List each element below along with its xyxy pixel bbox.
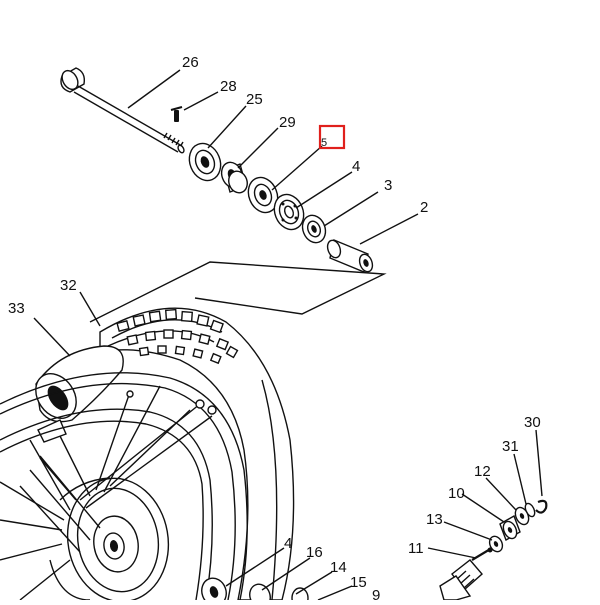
seal-part-3 (301, 214, 327, 244)
tire-tread (116, 308, 239, 365)
bearing-part-5 (247, 176, 279, 214)
wheel-spokes (0, 385, 217, 601)
callout-28: 28 (220, 78, 237, 95)
pin-part-28 (170, 105, 183, 122)
axle-part-26 (60, 67, 185, 154)
callout-4: 4 (352, 158, 360, 175)
tire-part-32 (99, 307, 295, 601)
tube-part-33 (35, 345, 124, 443)
callout-labels: 26 28 25 29 5 4 3 2 32 33 30 31 12 10 13… (8, 54, 541, 604)
callout-30: 30 (524, 414, 541, 431)
part-10 (499, 514, 521, 542)
callout-31: 31 (502, 438, 519, 455)
callout-25: 25 (246, 91, 263, 108)
group-bracket (89, 261, 387, 323)
callout-32: 32 (60, 277, 77, 294)
callout-13: 13 (426, 511, 443, 528)
callout-29: 29 (279, 114, 296, 131)
speedometer-drive-parts (439, 499, 548, 601)
bearing-part-4 (273, 193, 305, 231)
part-13 (488, 535, 504, 553)
collar-part-2 (326, 239, 374, 273)
clip-part-30 (535, 499, 548, 514)
callout-11: 11 (408, 540, 424, 557)
callout-33: 33 (8, 300, 25, 317)
callout-26: 26 (182, 54, 199, 71)
seal-part-25 (188, 142, 222, 182)
part-12 (514, 506, 530, 526)
highlight-box (318, 124, 346, 150)
wheel-rim (0, 372, 248, 601)
callout-15: 15 (350, 574, 367, 591)
callout-4-lower: 4 (284, 535, 292, 552)
callout-9: 9 (372, 587, 380, 600)
callout-2: 2 (420, 199, 428, 216)
leader-lines (33, 69, 543, 601)
wheel-hub (49, 477, 170, 603)
gear-part-11 (439, 547, 493, 601)
spacer-part-29 (220, 161, 248, 194)
callout-12: 12 (474, 463, 491, 480)
callout-10: 10 (448, 485, 465, 502)
callout-3: 3 (384, 177, 392, 194)
callout-16: 16 (306, 544, 323, 561)
callout-14: 14 (330, 559, 347, 576)
callout-5: 5 (321, 137, 327, 149)
